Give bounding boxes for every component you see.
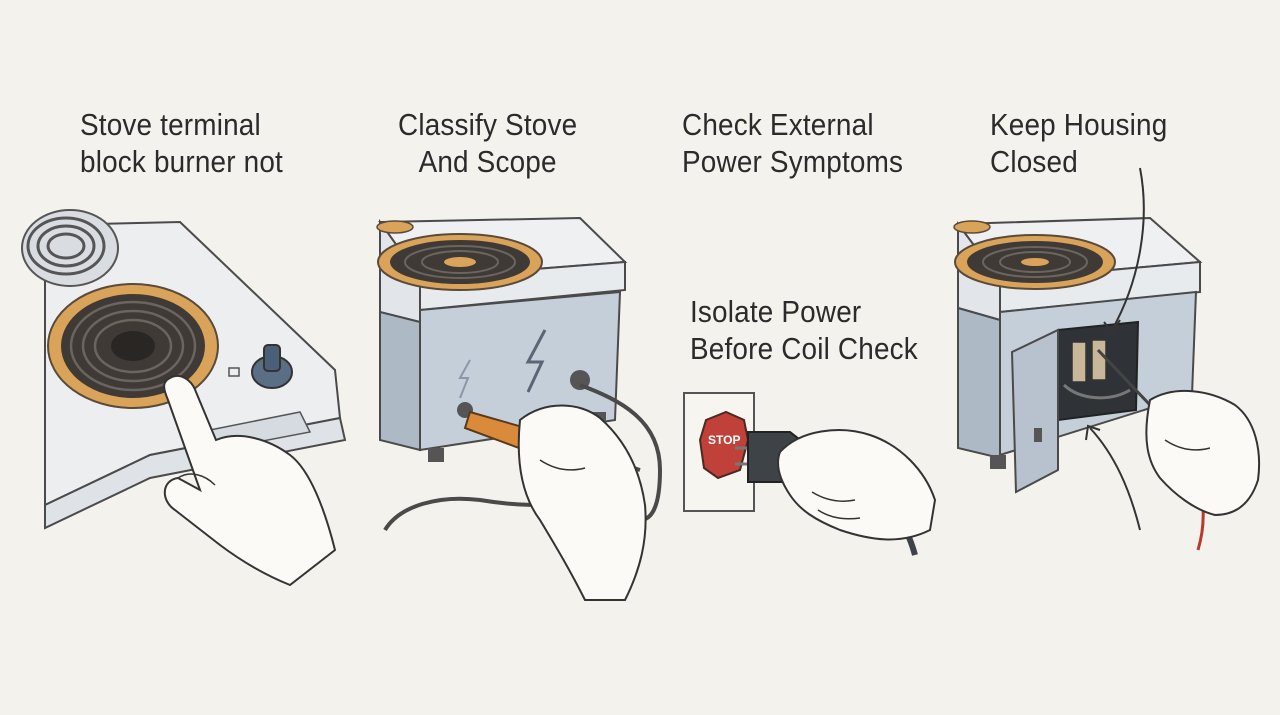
lightning-bolt-icon — [458, 329, 547, 399]
panel-3-caption-line-1: Check External — [682, 107, 874, 142]
panel-1-caption-line-2: block burner not — [80, 144, 283, 179]
hand-icon — [777, 429, 937, 541]
panel-2-caption-line-1: Classify Stove — [398, 107, 578, 142]
panel-2-stove-box — [376, 216, 663, 601]
coil-burner-icon — [21, 209, 119, 287]
panel-4-caption-line-2: Closed — [990, 144, 1078, 179]
arrow-icon — [1085, 424, 1141, 531]
hand-icon — [517, 404, 647, 601]
panel-2-caption: Classify Stove And Scope — [398, 106, 577, 180]
panel-4-open-housing — [953, 167, 1261, 551]
panel-1-caption: Stove terminal block burner not — [80, 106, 283, 180]
panel-2-caption-line-2: And Scope — [418, 144, 557, 179]
panel-3-power-outlet: STOP — [683, 392, 937, 556]
coil-burner-icon — [376, 220, 543, 291]
wall-outlet-icon: STOP — [683, 392, 755, 512]
hand-icon — [163, 374, 337, 587]
stop-sign-text: STOP — [708, 433, 740, 447]
coil-burner-icon — [953, 220, 1116, 290]
hand-icon — [1145, 389, 1261, 517]
sub-caption-line-2: Before Coil Check — [690, 331, 918, 366]
panel-4-caption-line-1: Keep Housing — [990, 107, 1168, 142]
panel-1-stove-top — [21, 209, 347, 587]
arrow-icon — [1103, 167, 1145, 334]
panel-1-caption-line-1: Stove terminal — [80, 107, 261, 142]
panel-3-caption-line-2: Power Symptoms — [682, 144, 904, 179]
panel-4-caption: Keep Housing Closed — [990, 106, 1167, 180]
panel-3-sub-caption: Isolate Power Before Coil Check — [690, 293, 918, 367]
panel-3-caption: Check External Power Symptoms — [682, 106, 903, 180]
control-knob-icon — [228, 344, 293, 389]
sub-caption-line-1: Isolate Power — [690, 294, 862, 329]
